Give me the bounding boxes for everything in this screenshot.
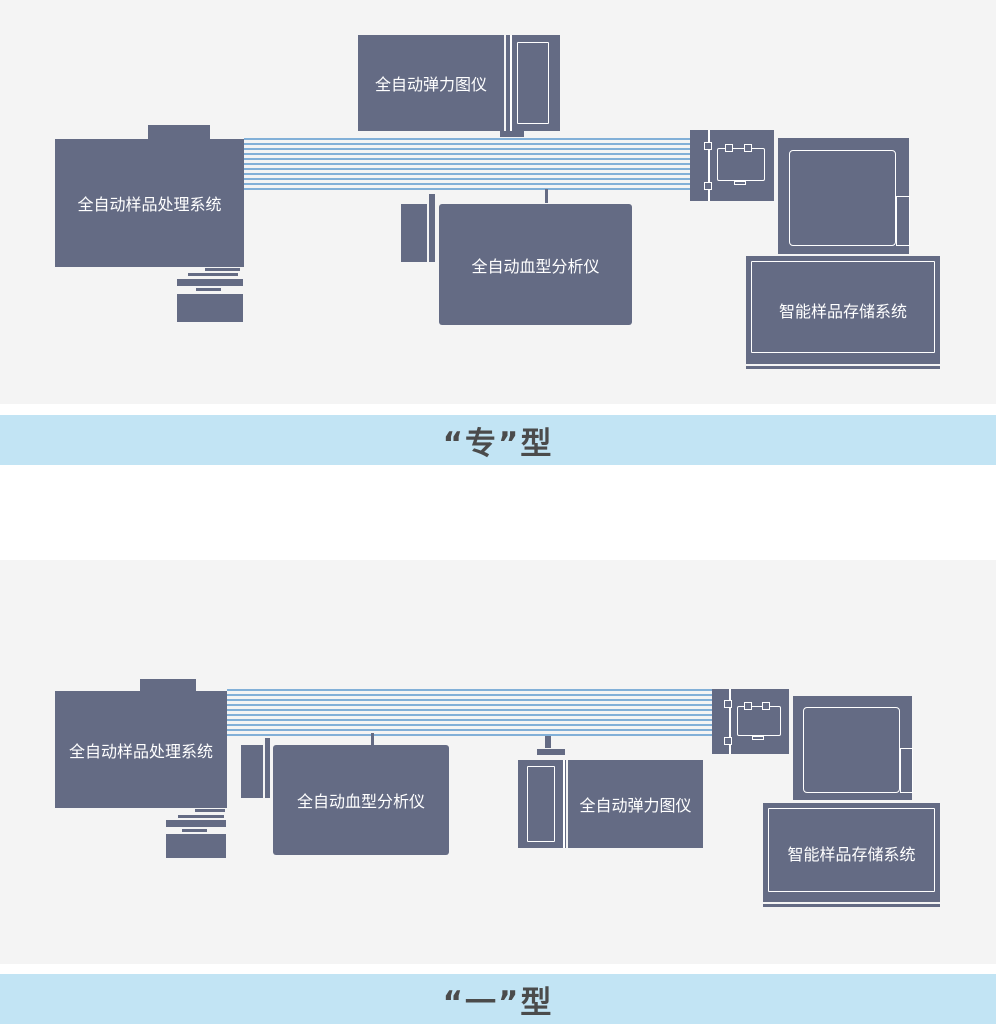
storage-upper-door [803,707,900,793]
junction-tray-tab [752,736,764,740]
junction-divider [729,689,731,754]
storage-lower-frame [768,808,935,892]
sample-processor-shelf-3 [177,279,243,286]
analyzer-unit: 全自动血型分析仪 [439,204,632,325]
sample-processor-shelf-2 [178,815,224,818]
thromboelastograph-unit: 全自动弹力图仪 [358,35,504,131]
storage-lower-unit: 智能样品存储系统 [763,803,940,902]
junction-tray [717,148,765,181]
analyzer-side-module [241,745,263,798]
junction-marker-4 [762,702,770,710]
storage-side-panel [900,748,913,793]
storage-label: 智能样品存储系统 [778,302,907,321]
junction-marker-3 [725,144,733,152]
analyzer-probe [545,189,548,203]
sample-processor-label: 全自动样品处理系统 [68,741,213,761]
thromboelastograph-probe [545,736,551,748]
junction-tray-tab [734,181,746,185]
sample-processor-drawer [177,294,243,322]
bottom-caption-band: “一”型 [0,974,996,1024]
analyzer-unit: 全自动血型分析仪 [273,745,449,855]
sample-processor-unit: 全自动样品处理系统 [55,691,227,808]
analyzer-label: 全自动血型分析仪 [296,792,425,811]
junction-marker-1 [724,700,732,708]
sample-processor-shelf-4 [196,288,221,291]
top-caption-band: “专”型 [0,415,996,465]
top-layout-panel: 全自动样品处理系统 全自动弹力图仪 全自动血型分析仪 [0,0,996,404]
sample-processor-shelf-1 [195,809,225,812]
conveyor-track [244,138,690,190]
bottom-caption: “一”型 [442,984,554,1021]
storage-label: 智能样品存储系统 [787,844,916,864]
thromboelastograph-side-module [506,35,560,131]
storage-upper-unit [778,138,909,254]
storage-upper-door [789,150,896,246]
junction-marker-2 [724,737,732,745]
storage-base [763,904,940,907]
analyzer-label: 全自动血型分析仪 [471,256,600,276]
storage-upper-unit [793,696,912,800]
thromboelastograph-label: 全自动弹力图仪 [374,75,487,94]
thromboelastograph-window [517,42,549,124]
storage-side-panel [896,196,910,246]
sample-processor-shelf-3 [166,820,226,827]
sample-processor-shelf-2 [188,273,238,276]
storage-base [746,366,940,369]
analyzer-side-bar [429,194,435,262]
bottom-layout-panel: 全自动样品处理系统 全自动血型分析仪 全自动弹力图仪 [0,560,996,964]
junction-divider [708,130,710,201]
storage-lower-unit: 智能样品存储系统 [746,256,940,364]
thromboelastograph-connector [537,749,565,755]
thromboelastograph-unit: 全自动弹力图仪 [568,760,703,848]
top-caption: “专”型 [442,425,554,462]
sample-processor-unit: 全自动样品处理系统 [55,139,244,267]
sample-processor-shelf-1 [205,268,240,271]
analyzer-side-bar [265,738,270,798]
thromboelastograph-label: 全自动弹力图仪 [579,796,692,815]
sample-processor-top-cap [148,125,210,139]
junction-tray [737,706,781,736]
thromboelastograph-divider [563,760,565,848]
thromboelastograph-window [527,766,555,842]
junction-marker-4 [744,144,752,152]
junction-marker-2 [704,182,712,190]
sample-processor-shelf-4 [182,829,207,832]
thromboelastograph-side-module [518,760,566,848]
junction-marker-1 [704,142,712,150]
thromboelastograph-divider [510,35,512,131]
sample-processor-drawer [166,834,226,858]
junction-marker-3 [744,702,752,710]
thromboelastograph-connector [500,131,524,137]
sample-processor-label: 全自动样品处理系统 [77,195,222,214]
analyzer-side-module [401,204,427,262]
analyzer-probe [371,733,374,745]
storage-lower-frame [751,261,935,353]
conveyor-track [227,689,712,736]
sample-processor-top-cap [140,679,196,691]
